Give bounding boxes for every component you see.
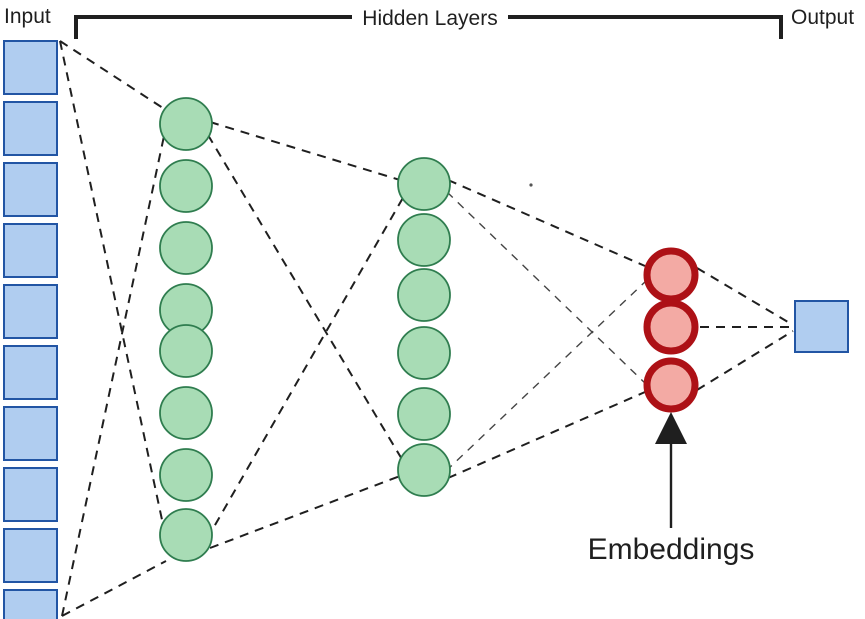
edge-emb-bottom-to-output xyxy=(696,330,794,391)
edges-input-to-hidden1 xyxy=(59,40,169,617)
input-node[interactable] xyxy=(3,40,58,95)
input-node[interactable] xyxy=(3,162,58,217)
bracket-left-segment xyxy=(74,15,352,39)
hidden-node[interactable] xyxy=(159,221,213,275)
hidden-node[interactable] xyxy=(159,448,213,502)
hidden-layer-1 xyxy=(159,97,213,562)
input-node[interactable] xyxy=(3,589,58,619)
input-node[interactable] xyxy=(3,345,58,400)
edge-h1-bottom-to-h2-bottom xyxy=(209,475,401,549)
bracket-right-segment xyxy=(508,15,783,39)
hidden-node[interactable] xyxy=(159,508,213,562)
output-label: Output xyxy=(791,6,854,29)
embeddings-callout xyxy=(655,412,687,528)
input-node[interactable] xyxy=(3,101,58,156)
hidden-node[interactable] xyxy=(159,324,213,378)
hidden-node[interactable] xyxy=(159,386,213,440)
hidden-node[interactable] xyxy=(397,326,451,380)
input-label: Input xyxy=(4,5,51,28)
embedding-layer xyxy=(643,247,699,413)
edge-in-bottom-to-h1-bottom xyxy=(61,560,167,617)
hidden-node[interactable] xyxy=(397,157,451,211)
input-node[interactable] xyxy=(3,284,58,339)
edge-h2-top-to-emb-bottom xyxy=(446,191,648,386)
edge-in-top-to-h1-top xyxy=(59,40,167,111)
hidden-node[interactable] xyxy=(159,159,213,213)
hidden-node[interactable] xyxy=(397,213,451,267)
edge-h1-top-to-h2-bottom xyxy=(207,134,407,467)
input-node[interactable] xyxy=(3,467,58,522)
input-layer xyxy=(3,40,58,619)
stray-speck xyxy=(529,183,533,187)
edges-hidden2-to-embeddings xyxy=(445,179,648,479)
embedding-node[interactable] xyxy=(643,247,699,303)
edge-in-top-to-h1-bottom xyxy=(59,40,169,549)
hidden-layers-bracket xyxy=(74,15,783,39)
hidden-node[interactable] xyxy=(159,97,213,151)
embeddings-label: Embeddings xyxy=(588,533,755,566)
edge-h1-bottom-to-h2-top xyxy=(206,195,405,540)
hidden-node[interactable] xyxy=(397,387,451,441)
edge-h2-top-to-emb-top xyxy=(447,179,646,267)
hidden-layers-label: Hidden Layers xyxy=(362,7,497,30)
embedding-node[interactable] xyxy=(643,299,699,355)
output-layer xyxy=(794,300,849,353)
edge-emb-top-to-output xyxy=(696,267,794,326)
edges-embeddings-to-output xyxy=(696,267,794,391)
embedding-node[interactable] xyxy=(643,357,699,413)
edge-h2-bottom-to-emb-bottom xyxy=(447,391,646,479)
edges-hidden1-to-hidden2 xyxy=(206,121,407,549)
hidden-layer-2 xyxy=(397,157,451,497)
input-node[interactable] xyxy=(3,223,58,278)
input-node[interactable] xyxy=(3,406,58,461)
callout-arrow-head xyxy=(655,412,687,444)
edge-h1-top-to-h2-top xyxy=(209,121,401,181)
input-node[interactable] xyxy=(3,528,58,583)
edge-in-bottom-to-h1-top xyxy=(61,135,165,617)
output-node[interactable] xyxy=(794,300,849,353)
hidden-node[interactable] xyxy=(397,443,451,497)
edge-h2-bottom-to-emb-top xyxy=(445,279,648,472)
hidden-node[interactable] xyxy=(397,268,451,322)
